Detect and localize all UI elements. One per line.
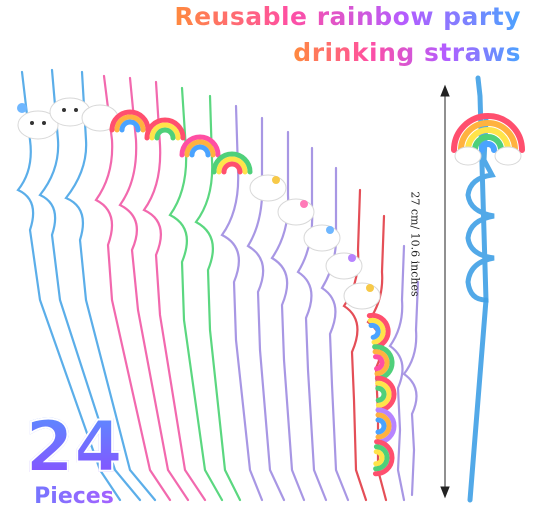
headline-line-2: drinking straws (293, 38, 521, 67)
dimension-line (440, 84, 450, 499)
outer-straws (388, 244, 420, 502)
green-straws (168, 86, 242, 502)
length-label: 27 cm/ 10.6 inches (408, 191, 422, 297)
blue-straws (16, 68, 157, 502)
single-straw (440, 75, 525, 503)
pink-straws (94, 74, 207, 502)
cloud-face-charm-icon (17, 97, 119, 140)
cloud-charm-icon (249, 174, 381, 310)
count-number: 24 (14, 411, 134, 483)
headline-line-1: Reusable rainbow party (174, 2, 521, 31)
count-label: Pieces (14, 484, 134, 510)
charm-arc (17, 97, 397, 477)
single-rainbow-charm-icon (451, 113, 525, 166)
piece-count: 24 Pieces (14, 411, 134, 510)
rainbow-stack-icon (366, 312, 397, 477)
rainbow-cloud-charm-icon (109, 109, 253, 175)
